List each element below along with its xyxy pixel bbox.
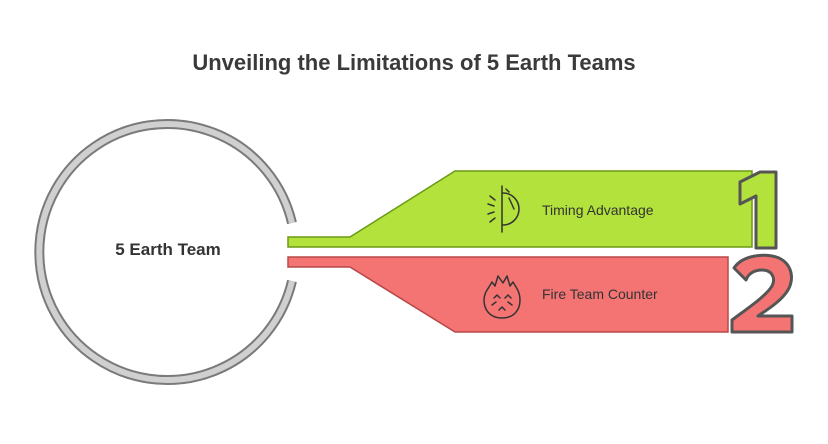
center-ring (34, 119, 297, 385)
branch-1 (287, 170, 753, 248)
center-node-label: 5 Earth Team (115, 240, 221, 259)
stopwatch-icon (487, 185, 520, 233)
number-1-glyph (738, 170, 778, 250)
flame-face-icon (483, 275, 521, 319)
diagram-title: Unveiling the Limitations of 5 Earth Tea… (192, 50, 636, 75)
item-2-label: Fire Team Counter (542, 286, 658, 302)
number-2-glyph (730, 253, 794, 334)
item-1-label: Timing Advantage (542, 202, 654, 218)
